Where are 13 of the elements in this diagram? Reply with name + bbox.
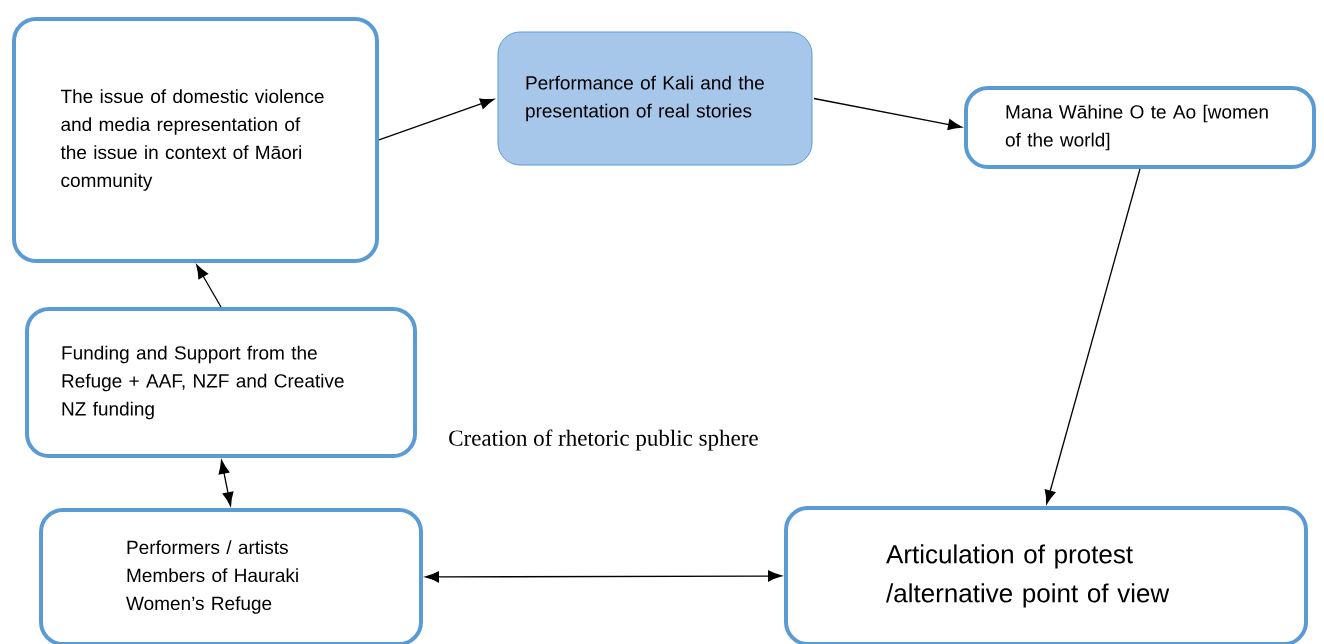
process-box: Articulation of protest /alternative point of view bbox=[784, 506, 1308, 644]
highlighted-box: Performance of Kali and the presentation of real stories bbox=[497, 31, 813, 166]
arrow bbox=[218, 459, 234, 506]
arrow bbox=[813, 97, 963, 130]
arrow bbox=[196, 264, 222, 308]
process-box: Funding and Support from the Refuge + AAF, NZF and Creative NZ funding bbox=[25, 307, 417, 458]
caption-text: Creation of rhetoric public sphere bbox=[449, 429, 758, 451]
arrow bbox=[1044, 168, 1141, 505]
process-box: Mana Wāhine O te Ao [women of the world] bbox=[964, 86, 1316, 169]
process-box: Performers / artists Members of Hauraki Women’s Refuge bbox=[39, 508, 423, 644]
arrow bbox=[378, 98, 495, 141]
process-box: The issue of domestic violence and media representation of the issue in context of Māori community bbox=[12, 17, 379, 263]
arrow bbox=[425, 570, 782, 583]
